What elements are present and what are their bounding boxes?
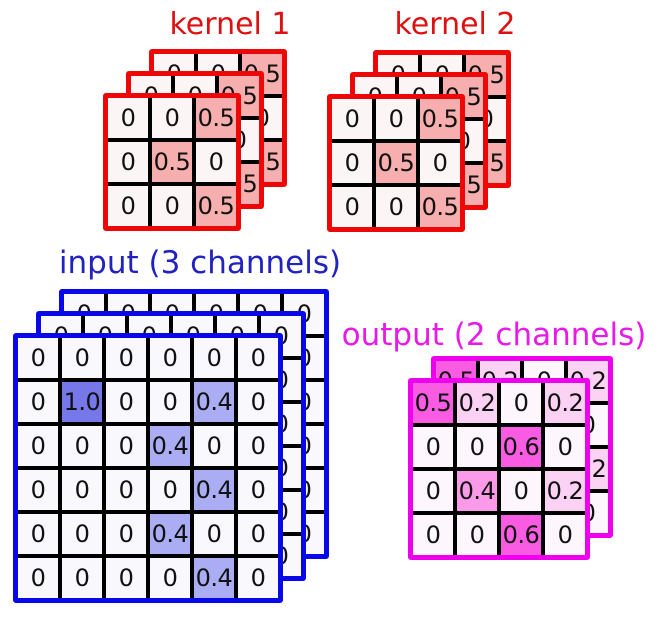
kernel2-cell-r3c3: 0.5 <box>420 187 460 227</box>
input-cell-r6c2: 0 <box>62 558 102 598</box>
kernel1-cell-r1c2: 0 <box>152 98 192 138</box>
input-cell-r3c1: 0 <box>18 426 58 466</box>
input-cell-r1c5: 0 <box>194 338 234 378</box>
kernel2-cell-r3c2: 0 <box>376 187 416 227</box>
input-cell-r6c4: 0 <box>150 558 190 598</box>
input-cell-r5c2: 0 <box>62 514 102 554</box>
input-cell-r6c3: 0 <box>106 558 146 598</box>
kernel1-cell-r3c3: 0.5 <box>196 186 236 226</box>
input-cell-r5c6: 0 <box>238 514 278 554</box>
output-cell-r3c2: 0.4 <box>457 471 497 511</box>
input-cell-r6c5: 0.4 <box>194 558 234 598</box>
input-cell-r4c1: 0 <box>18 470 58 510</box>
kernel1-cell-r1c3: 0.5 <box>196 98 236 138</box>
kernel1-cell-r2c2: 0.5 <box>152 142 192 182</box>
output-cell-r2c4: 0 <box>545 427 585 467</box>
kernel1-title: kernel 1 <box>169 7 291 42</box>
input-cell-r2c1: 0 <box>18 382 58 422</box>
input-cell-r2c4: 0 <box>150 382 190 422</box>
input-cell-r5c4: 0.4 <box>150 514 190 554</box>
input-cell-r3c2: 0 <box>62 426 102 466</box>
input-cell-r6c6: 0 <box>238 558 278 598</box>
kernel1-cell-r1c1: 0 <box>108 98 148 138</box>
input-cell-r3c4: 0.4 <box>150 426 190 466</box>
input-cell-r3c6: 0 <box>238 426 278 466</box>
input-cell-r5c5: 0 <box>194 514 234 554</box>
input-cell-r4c5: 0.4 <box>194 470 234 510</box>
input-cell-r4c6: 0 <box>238 470 278 510</box>
kernel2-cell-r1c3: 0.5 <box>420 99 460 139</box>
kernel2-cell-r3c1: 0 <box>332 187 372 227</box>
input-cell-r2c5: 0.4 <box>194 382 234 422</box>
input-cell-r4c3: 0 <box>106 470 146 510</box>
output-cell-r1c4: 0.2 <box>545 383 585 423</box>
input-title: input (3 channels) <box>58 245 342 281</box>
output-cell-r2c1: 0 <box>413 427 453 467</box>
kernel1-cell-r2c3: 0 <box>196 142 236 182</box>
input-cell-r1c1: 0 <box>18 338 58 378</box>
input-cell-r3c5: 0 <box>194 426 234 466</box>
input-cell-r1c2: 0 <box>62 338 102 378</box>
kernel2-cell-r2c3: 0 <box>420 143 460 183</box>
output-cell-r1c3: 0 <box>501 383 541 423</box>
input-cell-r1c4: 0 <box>150 338 190 378</box>
output-cell-r1c2: 0.2 <box>457 383 497 423</box>
kernel2-cell-r1c1: 0 <box>332 99 372 139</box>
kernel1-cell-r3c2: 0 <box>152 186 192 226</box>
output-cell-r4c1: 0 <box>413 515 453 555</box>
output-title: output (2 channels) <box>341 317 647 353</box>
kernel1-cell-r3c1: 0 <box>108 186 148 226</box>
input-cell-r6c1: 0 <box>18 558 58 598</box>
output-cell-r3c3: 0 <box>501 471 541 511</box>
output-cell-r1c1: 0.5 <box>413 383 453 423</box>
output-cell-r2c3: 0.6 <box>501 427 541 467</box>
input-cell-r2c2: 1.0 <box>62 382 102 422</box>
output-cell-r2c2: 0 <box>457 427 497 467</box>
input-cell-r4c2: 0 <box>62 470 102 510</box>
input-cell-r4c4: 0 <box>150 470 190 510</box>
kernel1-cell-r2c1: 0 <box>108 142 148 182</box>
output-cell-r3c4: 0.2 <box>545 471 585 511</box>
output-cell-r4c4: 0 <box>545 515 585 555</box>
input-cell-r2c6: 0 <box>238 382 278 422</box>
input-cell-r1c6: 0 <box>238 338 278 378</box>
input-cell-r2c3: 0 <box>106 382 146 422</box>
output-cell-r3c1: 0 <box>413 471 453 511</box>
output-cell-r4c3: 0.6 <box>501 515 541 555</box>
output-cell-r4c2: 0 <box>457 515 497 555</box>
kernel2-title: kernel 2 <box>394 7 516 42</box>
input-cell-r1c3: 0 <box>106 338 146 378</box>
input-cell-r5c1: 0 <box>18 514 58 554</box>
kernel2-cell-r2c2: 0.5 <box>376 143 416 183</box>
kernel2-cell-r1c2: 0 <box>376 99 416 139</box>
input-cell-r5c3: 0 <box>106 514 146 554</box>
input-cell-r3c3: 0 <box>106 426 146 466</box>
kernel2-cell-r2c1: 0 <box>332 143 372 183</box>
